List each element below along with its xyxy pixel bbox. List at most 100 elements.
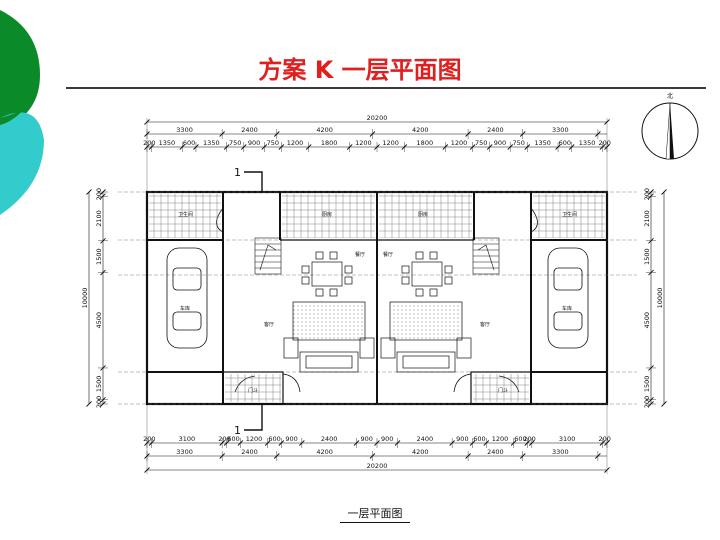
dim-label: 3100 bbox=[559, 435, 576, 443]
dim-label: 20200 bbox=[367, 114, 388, 122]
dim-label: 600 bbox=[514, 435, 526, 443]
dim-label: 600 bbox=[268, 435, 280, 443]
dim-label: 2400 bbox=[321, 435, 338, 443]
dim-label: 2400 bbox=[487, 126, 504, 134]
dim-label: 4500 bbox=[643, 312, 651, 329]
dim-label: 200 bbox=[218, 435, 230, 443]
room-label-living: 客厅 bbox=[480, 321, 490, 328]
tile-bath-left bbox=[149, 194, 221, 238]
dim-label: 1500 bbox=[643, 376, 651, 393]
north-label: 北 bbox=[667, 92, 673, 100]
door-arc bbox=[453, 373, 472, 393]
sofa-set-right bbox=[380, 301, 472, 373]
section-markers bbox=[244, 171, 263, 431]
room-label-living: 客厅 bbox=[264, 321, 274, 328]
dim-label: 1200 bbox=[355, 139, 372, 147]
dim-label: 4200 bbox=[316, 448, 333, 456]
stair-left bbox=[254, 237, 282, 275]
drawing-caption: 一层平面图 bbox=[340, 505, 410, 523]
dim-label: 200 bbox=[523, 435, 535, 443]
stair-right bbox=[472, 237, 500, 275]
cyan-arc bbox=[0, 112, 44, 215]
dim-label: 2400 bbox=[241, 126, 258, 134]
dim-label: 900 bbox=[361, 435, 373, 443]
dim-label: 600 bbox=[227, 435, 239, 443]
dim-label: 900 bbox=[456, 435, 468, 443]
dim-label: 600 bbox=[559, 139, 571, 147]
title-rule bbox=[66, 87, 706, 89]
dim-label: 1800 bbox=[321, 139, 338, 147]
dim-label: 750 bbox=[513, 139, 525, 147]
dim-label: 2100 bbox=[643, 210, 651, 227]
room-label-garage: 车库 bbox=[180, 305, 190, 312]
dim-line bbox=[661, 189, 667, 195]
sofa-set-left bbox=[283, 301, 375, 373]
dining-table-right bbox=[401, 251, 453, 297]
dim-label: 1500 bbox=[95, 376, 103, 393]
room-label-foyer: 门斗 bbox=[248, 387, 258, 394]
dim-label: 20200 bbox=[367, 462, 388, 470]
green-arc bbox=[0, 10, 40, 130]
room-label-kitchen: 厨房 bbox=[418, 211, 428, 218]
dim-label: 10000 bbox=[81, 288, 89, 309]
dim-label: 2100 bbox=[95, 210, 103, 227]
room-label-garage: 车库 bbox=[562, 305, 572, 312]
dim-label: 1800 bbox=[417, 139, 434, 147]
dim-label: 2400 bbox=[487, 448, 504, 456]
dim-label: 200 bbox=[95, 396, 103, 408]
tiled-floors bbox=[149, 194, 605, 402]
foyer-left bbox=[222, 371, 284, 405]
foyer-right bbox=[470, 371, 532, 405]
dim-label: 900 bbox=[248, 139, 260, 147]
green-arc-overlap bbox=[0, 90, 38, 125]
dim-label: 600 bbox=[183, 139, 195, 147]
dim-label: 900 bbox=[285, 435, 297, 443]
dim-label: 1200 bbox=[287, 139, 304, 147]
dim-label: 750 bbox=[229, 139, 241, 147]
dim-label: 3300 bbox=[176, 126, 193, 134]
dim-label: 200 bbox=[599, 139, 611, 147]
dim-label: 3100 bbox=[179, 435, 196, 443]
dim-label: 1350 bbox=[579, 139, 596, 147]
dim-label: 4500 bbox=[95, 312, 103, 329]
dim-label: 2400 bbox=[417, 435, 434, 443]
dim-label: 1200 bbox=[382, 139, 399, 147]
tile-kitchen-right bbox=[379, 194, 472, 238]
dim-label: 600 bbox=[473, 435, 485, 443]
dim-label: 1200 bbox=[451, 139, 468, 147]
dim-label: 3300 bbox=[552, 126, 569, 134]
tile-foyer-left bbox=[225, 374, 281, 402]
dim-label: 1200 bbox=[246, 435, 263, 443]
room-label-dining: 餐厅 bbox=[355, 251, 365, 258]
dim-label: 900 bbox=[381, 435, 393, 443]
dim-line bbox=[86, 401, 92, 407]
dim-label: 1500 bbox=[643, 248, 651, 265]
section-label-bottom: 1 bbox=[234, 424, 241, 437]
room-label-bathroom: 卫生间 bbox=[562, 211, 577, 218]
section-marker-bottom bbox=[244, 404, 263, 431]
dim-label: 4200 bbox=[412, 448, 429, 456]
decorative-shapes bbox=[0, 10, 44, 215]
dim-label: 1500 bbox=[95, 248, 103, 265]
dim-label: 900 bbox=[494, 139, 506, 147]
dim-label: 200 bbox=[95, 188, 103, 200]
dim-label: 200 bbox=[599, 435, 611, 443]
dim-label: 1350 bbox=[534, 139, 551, 147]
dim-label: 1200 bbox=[492, 435, 509, 443]
dim-label: 1350 bbox=[159, 139, 176, 147]
dim-label: 4200 bbox=[412, 126, 429, 134]
dim-label: 4200 bbox=[316, 126, 333, 134]
tile-foyer-right bbox=[473, 374, 529, 402]
room-label-dining: 餐厅 bbox=[383, 251, 393, 258]
dim-line bbox=[661, 401, 667, 407]
slide-title: 方案 K 一层平面图 bbox=[258, 56, 462, 84]
dim-label: 2400 bbox=[241, 448, 258, 456]
room-labels: 卫生间 厨房 厨房 卫生间 餐厅 餐厅 车库 车库 客厅 客厅 门斗 门斗 bbox=[178, 211, 577, 394]
dim-label: 3300 bbox=[552, 448, 569, 456]
section-marker-top bbox=[244, 171, 263, 192]
door-arc bbox=[282, 373, 301, 393]
room-label-kitchen: 厨房 bbox=[322, 211, 332, 218]
dim-label: 200 bbox=[143, 139, 155, 147]
dim-label: 10000 bbox=[656, 288, 664, 309]
